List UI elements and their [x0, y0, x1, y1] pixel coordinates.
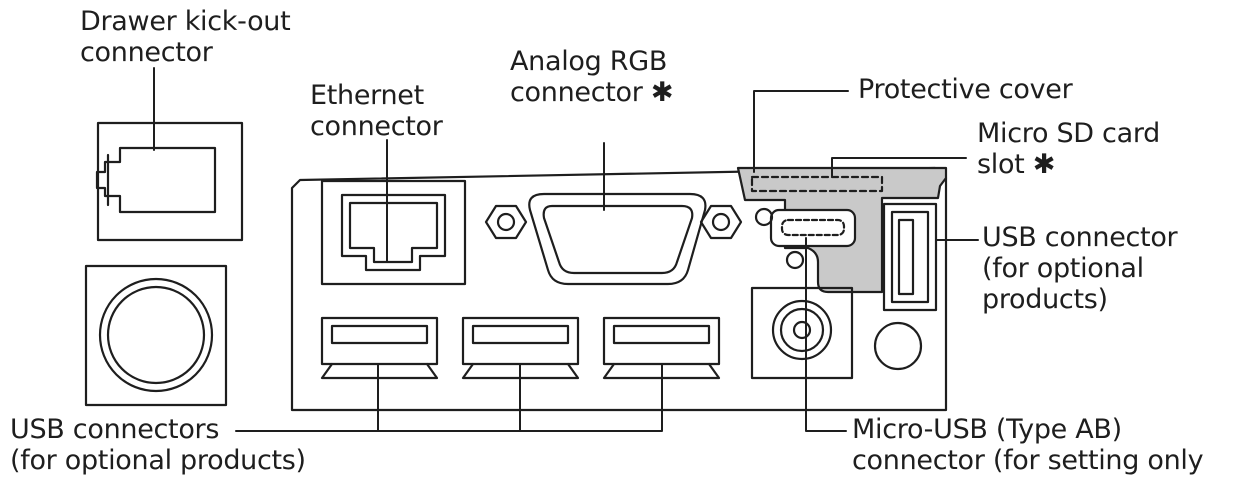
label-analog-rgb: Analog RGB connector ✱	[510, 46, 674, 108]
round-knob	[84, 264, 228, 407]
label-micro-usb: Micro-USB (Type AB) connector (for setti…	[852, 414, 1204, 476]
micro-usb-connector	[769, 208, 857, 248]
label-drawer-kickout: Drawer kick-out connector	[80, 6, 291, 68]
micro-sd-slot	[750, 175, 884, 193]
label-usb-right: USB connector (for optional products)	[982, 222, 1178, 315]
analog-rgb-connector	[484, 192, 743, 286]
power-jack	[750, 286, 854, 380]
label-ethernet: Ethernet connector	[310, 80, 443, 142]
usb-connector-vertical	[882, 202, 938, 312]
small-round-button	[873, 321, 923, 371]
drawer-kickout-connector	[95, 121, 244, 242]
label-usb-bottom: USB connectors (for optional products)	[10, 414, 306, 476]
ethernet-connector	[320, 179, 467, 286]
label-micro-sd: Micro SD card slot ✱	[977, 118, 1161, 180]
usb-connector-1	[320, 316, 439, 380]
label-protective-cover: Protective cover	[858, 74, 1073, 105]
leader-lines	[153, 67, 979, 432]
